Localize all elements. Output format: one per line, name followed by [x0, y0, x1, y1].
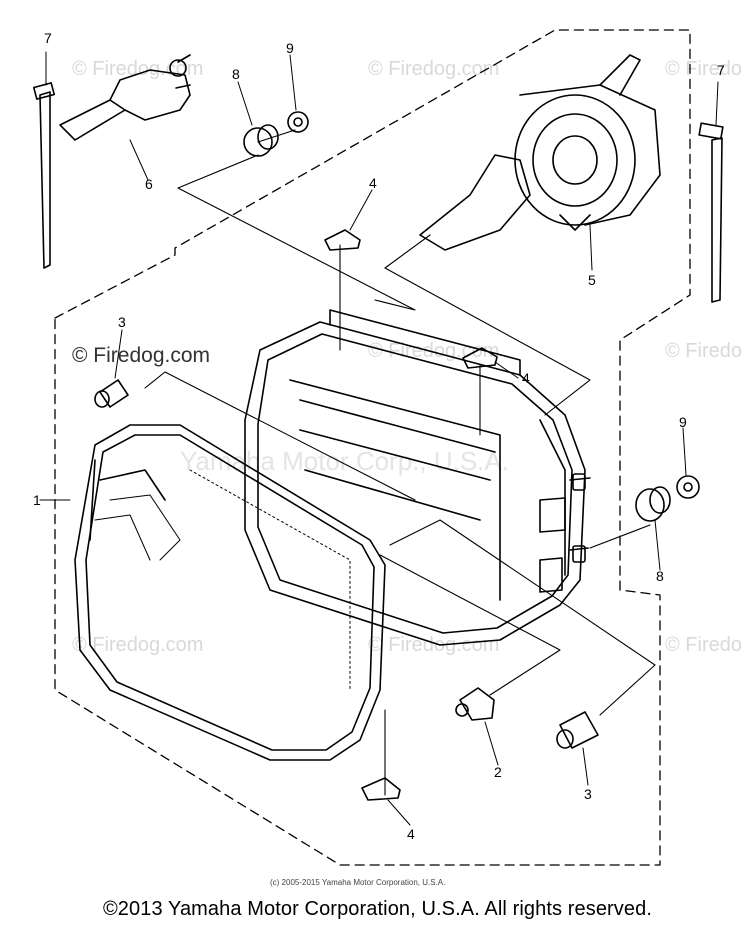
callout-9-nut: 9: [679, 414, 687, 430]
callout-8-grommet: 8: [232, 66, 240, 82]
nut-top: [287, 111, 309, 133]
clip-mid: [462, 347, 498, 369]
watermark: © Firedo: [665, 58, 742, 80]
callout-1-headlight: 1: [33, 492, 41, 508]
small-copyright: (c) 2005-2015 Yamaha Motor Corporation, …: [270, 878, 446, 887]
clip-top: [324, 229, 361, 251]
callout-3-socket: 3: [584, 786, 592, 802]
headlight-housing: [244, 309, 591, 646]
watermark: © Firedog.com: [72, 634, 204, 656]
bulb-socket-right: [419, 54, 661, 251]
callout-7-cable-tie: 7: [717, 62, 725, 78]
callout-4-clip: 4: [407, 826, 415, 842]
watermark: © Firedog.com: [368, 58, 500, 80]
callout-7-cable-tie: 7: [44, 30, 52, 46]
watermark: © Firedog.com: [368, 634, 500, 656]
footer-copyright: ©2013 Yamaha Motor Corporation, U.S.A. A…: [102, 898, 653, 920]
callout-6-bulb: 6: [145, 176, 153, 192]
clip-bottom: [361, 777, 401, 801]
watermark: © Firedog.com: [72, 344, 211, 367]
watermark: © Firedo: [665, 634, 742, 656]
callout-4-clip: 4: [369, 175, 377, 191]
cable-tie-left: [32, 82, 56, 269]
headlight-lens: [74, 424, 386, 761]
socket-3-bottom: [556, 711, 599, 749]
grommet-right: [635, 486, 671, 522]
callout-8-grommet: 8: [656, 568, 664, 584]
grommet-top: [243, 124, 279, 157]
callout-2-socket: 2: [494, 764, 502, 780]
halogen-bulb-left: [59, 54, 191, 141]
callout-9-nut: 9: [286, 40, 294, 56]
callout-3-socket: 3: [118, 314, 126, 330]
callout-4-clip: 4: [522, 370, 530, 386]
socket-3-left: [94, 379, 129, 408]
watermark: © Firedo: [665, 340, 742, 362]
socket-2: [455, 687, 495, 721]
nut-right: [676, 475, 700, 499]
cable-tie-right: [698, 122, 724, 303]
callout-5-socket: 5: [588, 272, 596, 288]
assembly-boundary: [54, 29, 691, 866]
